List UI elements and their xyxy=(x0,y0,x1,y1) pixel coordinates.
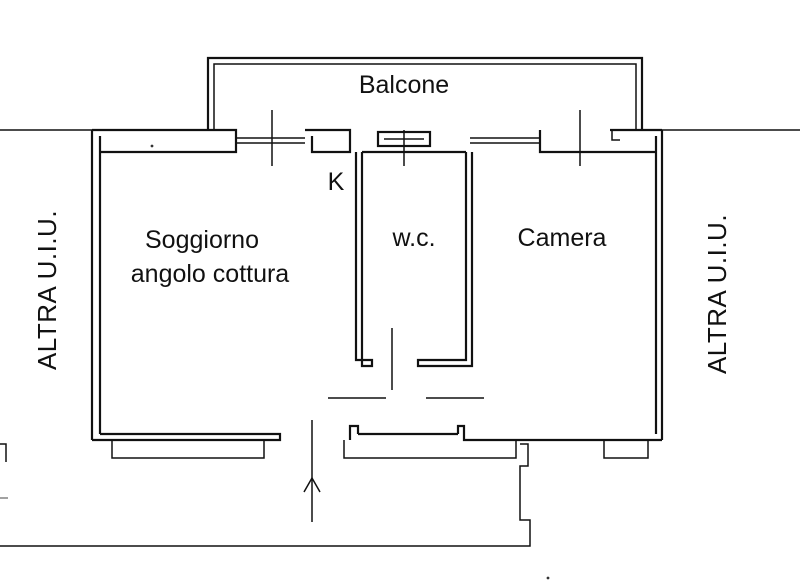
living-room-label-line2: angolo cottura xyxy=(131,260,290,288)
balcony-label: Balcone xyxy=(359,71,449,99)
kitchen-mark-label: K xyxy=(328,168,345,196)
common-area-outline xyxy=(0,443,531,547)
scan-marks xyxy=(150,144,550,580)
other-unit-right-label: ALTRA U.I.U. xyxy=(702,214,732,374)
other-unit-left-label: ALTRA U.I.U. xyxy=(32,210,62,370)
apartment-bottom-wall xyxy=(92,424,662,459)
bedroom-label: Camera xyxy=(518,224,607,252)
wc-label: w.c. xyxy=(391,224,435,252)
balcony-outline xyxy=(206,56,644,130)
living-room-label-line1: Soggiorno xyxy=(145,226,259,254)
wc-partitions xyxy=(328,150,484,399)
entrance-arrow-icon xyxy=(303,420,321,522)
window-markers xyxy=(236,110,581,166)
